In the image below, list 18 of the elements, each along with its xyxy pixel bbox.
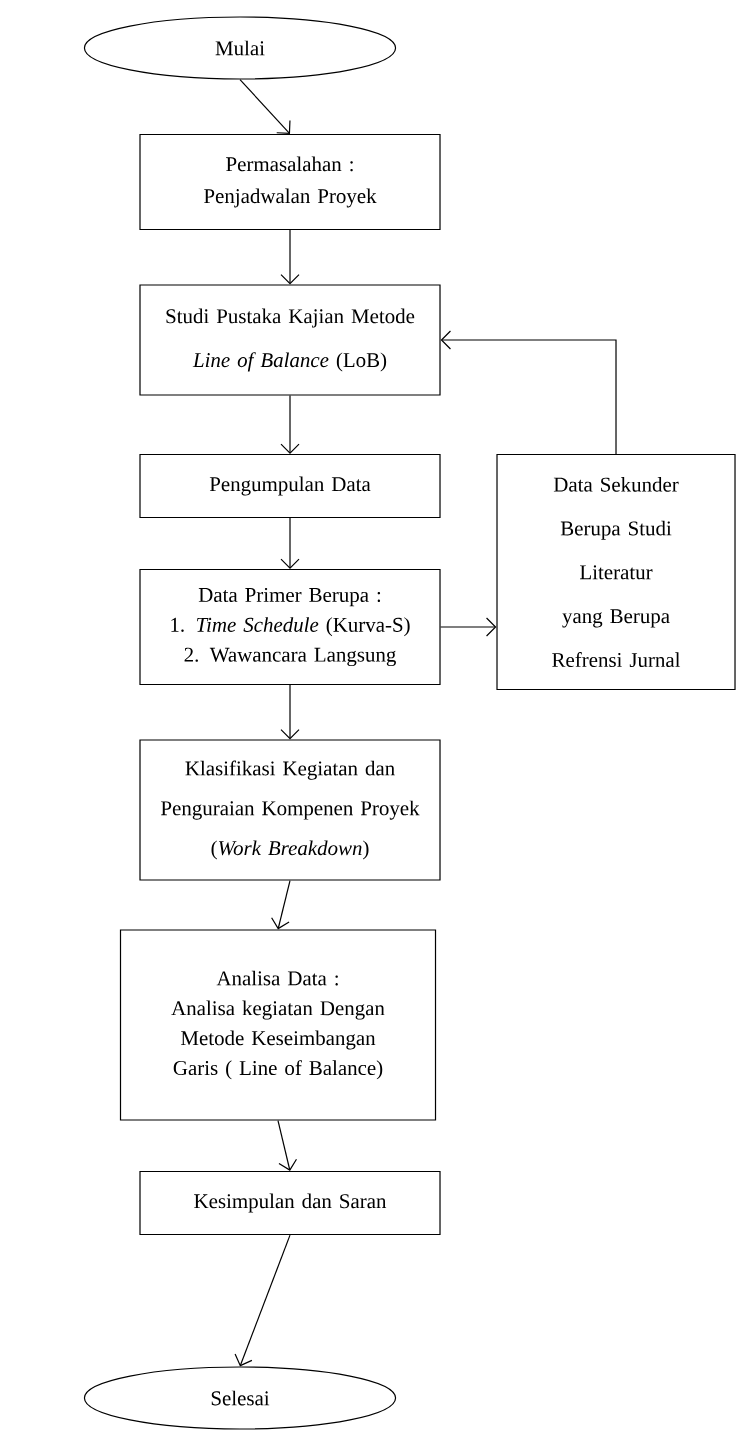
arrow (280, 684, 300, 740)
process-box: Analisa Data : Analisa kegiatan Dengan Metode Keseimbangan Garis ( Line of Balance) (119, 929, 437, 1121)
arrow (440, 617, 497, 637)
process-box: Data Primer Berupa : 1. Time Schedule (Kurva-S) 2. Wawancara Langsung (139, 568, 441, 686)
process-box: Permasalahan : Penjadwalan Proyek (139, 133, 441, 231)
process-box: Studi Pustaka Kajian Metode Line of Balance (LoB) (139, 284, 441, 396)
process-box: Pengumpulan Data (139, 453, 441, 519)
process-box: Klasifikasi Kegiatan dan Penguraian Kompenen Proyek (Work Breakdown) (139, 739, 441, 881)
arrow (271, 880, 291, 930)
arrow (234, 1234, 291, 1367)
process-box: Data Sekunder Berupa Studi Literatur yang Berupa Refrensi Jurnal (496, 453, 736, 691)
arrow (280, 229, 300, 285)
arrow (440, 330, 617, 455)
arrow (280, 395, 300, 454)
arrow (277, 1120, 298, 1171)
arrow (280, 517, 300, 569)
process-box: Kesimpulan dan Saran (139, 1170, 441, 1236)
arrow (239, 79, 291, 134)
